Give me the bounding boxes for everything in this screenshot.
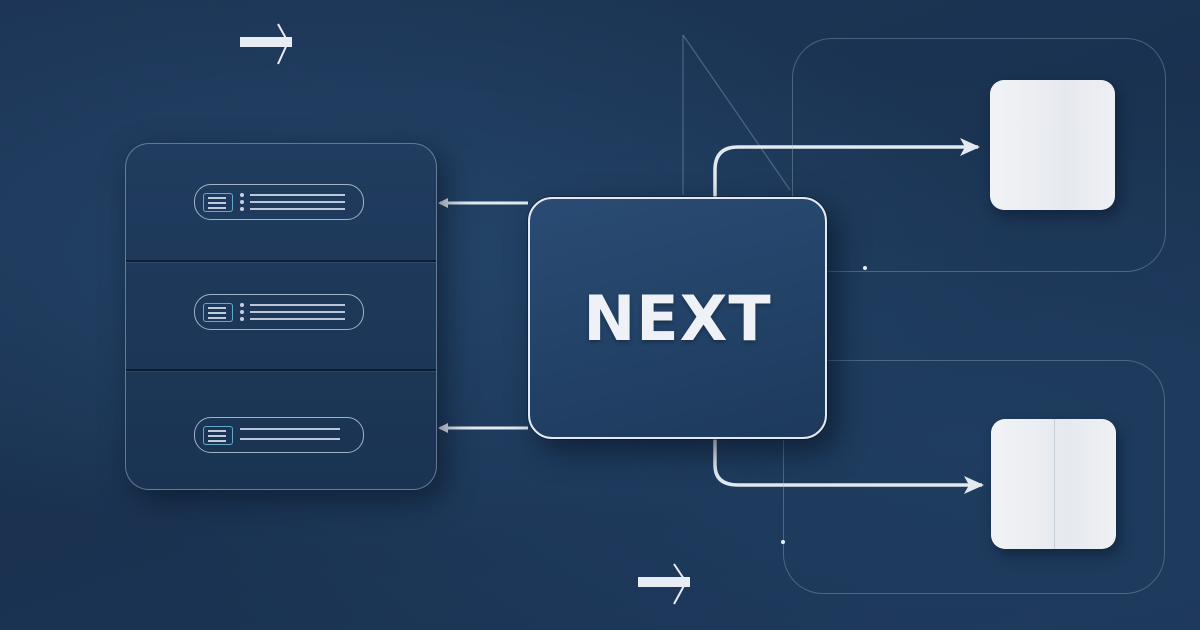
decor-arrow-head (277, 23, 290, 65)
right-frame-bottom (783, 360, 1165, 594)
arrow-next-to-bottom-card (713, 435, 984, 494)
decor-dot (863, 266, 867, 270)
bullet-dot (240, 200, 244, 204)
text-line (250, 201, 345, 203)
decor-dot (781, 540, 785, 544)
next-node: NEXT (528, 197, 827, 439)
arrow-next-to-top-card (713, 138, 980, 197)
decor-arrow-head (673, 563, 688, 605)
table-pill (194, 417, 364, 453)
bullet-dot (240, 317, 244, 321)
bullet-dot (240, 207, 244, 211)
stack-row-2 (126, 262, 436, 372)
list-icon (203, 303, 233, 322)
text-line (250, 318, 345, 320)
table-icon (203, 426, 233, 445)
text-line (250, 304, 345, 306)
output-card-top (990, 80, 1115, 210)
list-pill (194, 184, 364, 220)
bullet-dot (240, 303, 244, 307)
stack-row-3 (126, 372, 436, 482)
text-line (250, 311, 345, 313)
decor-line (682, 34, 791, 191)
list-icon (203, 193, 233, 212)
text-line (240, 428, 340, 430)
text-line (250, 194, 345, 196)
stack-divider (126, 260, 436, 262)
text-line (240, 438, 340, 440)
stack-divider (126, 369, 436, 371)
output-card-bottom (991, 419, 1116, 549)
right-frame-top (792, 38, 1166, 272)
bullet-dot (240, 310, 244, 314)
left-stack-panel (125, 143, 437, 490)
list-pill (194, 294, 364, 330)
bullet-dot (240, 193, 244, 197)
next-label: NEXT (583, 281, 772, 355)
text-line (250, 208, 345, 210)
stack-row-1 (126, 144, 436, 254)
